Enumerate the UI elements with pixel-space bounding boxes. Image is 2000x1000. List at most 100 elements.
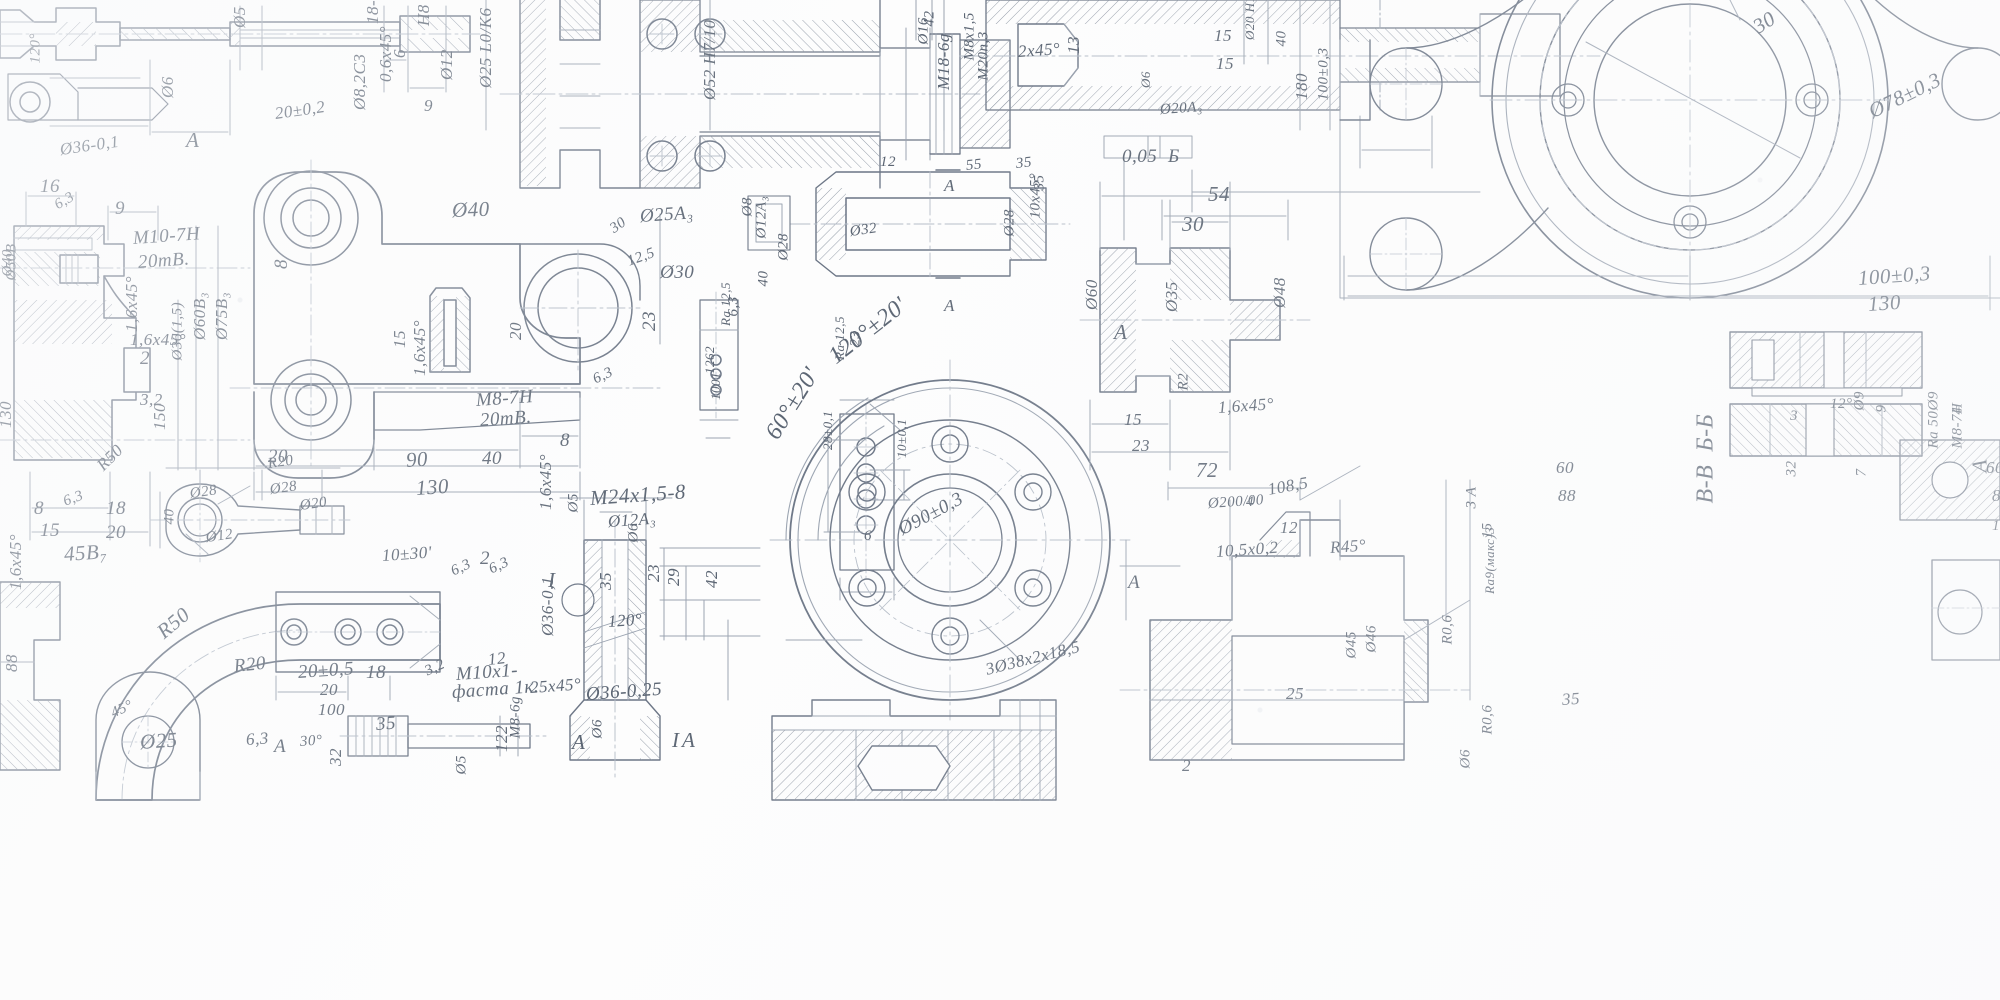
dimension-label-j19: A [274, 736, 287, 757]
dimension-label-j06: R20 [232, 652, 267, 677]
dimension-label-b03: M10-7H [132, 223, 201, 249]
dimension-label-c22: R20 [266, 452, 295, 472]
dimension-label-j15: 1,6x45° [6, 533, 25, 590]
dimension-label-g20: 2x45° [1017, 39, 1061, 61]
dimension-label-g12: 0,05 [1122, 146, 1158, 167]
dimension-label-k10: Ø45 [1343, 631, 1360, 659]
dimension-label-b20: 18 [106, 498, 126, 519]
dimension-label-e21: 10±0,1 [894, 418, 909, 458]
dimension-label-i06: 35 [596, 572, 615, 590]
dimension-label-g07: R2 [1175, 372, 1192, 391]
dimension-label-g19: 40 [1273, 30, 1290, 47]
view-section-bb [1729, 331, 1923, 397]
dimension-label-b15: 130 [0, 401, 15, 428]
dimension-label-b22: 20 [106, 522, 126, 543]
dimension-label-h08: Ø9 [1925, 391, 1942, 411]
dimension-label-a04: A [186, 128, 200, 152]
dimension-label-k20: 88 [1558, 486, 1576, 505]
dimension-label-c16: 8 [560, 430, 570, 451]
dimension-label-g23: 100±0,3 [1315, 47, 1332, 101]
dimension-label-d01: Ø25 L0/K6 [476, 7, 495, 88]
dimension-label-k07: А [1128, 572, 1141, 593]
dimension-label-e24: 1001 [708, 372, 723, 400]
dimension-label-e17: Ra 12,5 [718, 282, 733, 326]
dimension-label-k04: 12 [1280, 518, 1298, 537]
dimension-label-h04: 130 [1867, 289, 1902, 316]
dimension-label-i07: 23 [644, 564, 663, 582]
dimension-label-e14: А [944, 176, 955, 195]
dimension-label-e02: M20n,3 [975, 31, 992, 81]
dimension-label-c15: 40 [482, 448, 502, 469]
view-bracket-lever [229, 159, 661, 479]
dimension-label-b10: Ø75В₃ [212, 291, 231, 340]
dimension-label-j17: Ø25 [139, 727, 179, 754]
dimension-label-h18: 60 [1986, 458, 2000, 477]
dimension-label-c02: Ø25А₃ [639, 202, 695, 227]
dimension-label-k12: 3 А [1463, 486, 1480, 509]
dimension-label-g21: 13 [1064, 36, 1083, 54]
dimension-label-i16: Ø6 [589, 719, 606, 739]
dimension-label-i15: I [672, 728, 680, 752]
dimension-label-a12: 0,6x45° [376, 25, 395, 82]
dimension-label-b21: 15 [40, 520, 60, 541]
dimension-label-e05: Ø28 [775, 233, 792, 261]
dimension-label-h14: 12° [1830, 396, 1853, 412]
dimension-label-k17: 2 [1182, 756, 1191, 775]
dimension-label-j16: 88 [2, 654, 21, 672]
dimension-label-h10: Ra 50 [1925, 410, 1942, 449]
dimension-label-a09: Ø12 [437, 49, 456, 80]
dimension-label-a06: 18-0 [363, 0, 382, 24]
dimension-label-e11: 35 [1015, 154, 1033, 172]
dimension-label-d03: M18-6g [934, 33, 953, 90]
dimension-label-j18: 6,3 [245, 728, 270, 749]
dimension-label-c07: 15 [390, 330, 409, 348]
dimension-label-j27: Ø5 [453, 755, 470, 775]
dimension-label-k18: 35 [1561, 688, 1581, 709]
dimension-label-a02: Ø6 [158, 76, 177, 98]
dimension-label-c18: 130 [415, 473, 450, 500]
dimension-label-e20: 28±0,1 [820, 410, 835, 450]
dimension-label-h11: M8-7H [1949, 402, 1966, 449]
dimension-label-i10: 120° [607, 609, 643, 631]
dimension-label-j01: 10±30' [381, 542, 433, 565]
dimension-label-b14: Ø50В [3, 243, 20, 281]
dimension-label-e06: 40 [755, 270, 772, 287]
dimension-label-k09: Ø46 [1363, 625, 1380, 653]
dimension-label-b16: 150 [150, 403, 169, 430]
dimension-label-e12: 55 [965, 156, 983, 174]
dimension-label-c03: Ø30 [660, 262, 695, 283]
dimension-label-e13: 35 [1031, 174, 1048, 191]
dimension-label-g03: Ø35 [1162, 281, 1181, 312]
dimension-label-i03: Ø5 [565, 493, 582, 513]
dimension-label-c11: 1,6x45° [410, 319, 429, 376]
dimension-label-b02: 9 [115, 198, 125, 219]
dimension-label-k11: R0,6 [1439, 614, 1456, 645]
dimension-label-k15: Ø6 [1457, 749, 1474, 769]
dimension-label-j23: 35 [375, 712, 397, 735]
view-eye-bolt [149, 477, 351, 563]
dimension-label-g15: Ø6 [1138, 71, 1153, 88]
dimension-label-b09: Ø60В₃ [190, 291, 209, 340]
dimension-label-b23: 45В₇ [63, 539, 108, 566]
dimension-label-b04: 20mB. [137, 248, 191, 273]
dimension-label-k19: 60 [1556, 458, 1574, 477]
dimension-label-k03: 4 [1246, 494, 1254, 510]
dimension-label-e15: А [944, 296, 955, 315]
dimension-label-h07: 9 [1873, 404, 1890, 413]
dimension-label-a10: 9 [424, 96, 433, 115]
dimension-label-a03: 120° [27, 33, 44, 64]
dimension-label-a13: Ø8,2С3 [350, 53, 369, 110]
dimension-label-i08: 29 [664, 568, 683, 586]
dimension-label-b06: 1,6x45° [122, 275, 141, 332]
dimension-label-c24: 40 [161, 508, 178, 525]
dimension-label-g08: 1,6x45° [1217, 394, 1275, 417]
dimension-label-j13: 20 [320, 680, 338, 699]
dimension-label-k16: R0,6 [1479, 704, 1496, 735]
dimension-label-a05: Ø5 [230, 6, 249, 28]
dimension-label-g18: Ø20 Н14 [1242, 0, 1257, 40]
dimension-label-i05: 1,6x45° [536, 453, 555, 510]
dimension-label-i13: A [572, 730, 586, 754]
dimension-label-b18: 8 [34, 498, 44, 519]
dimension-label-j20: 30° [299, 732, 323, 750]
